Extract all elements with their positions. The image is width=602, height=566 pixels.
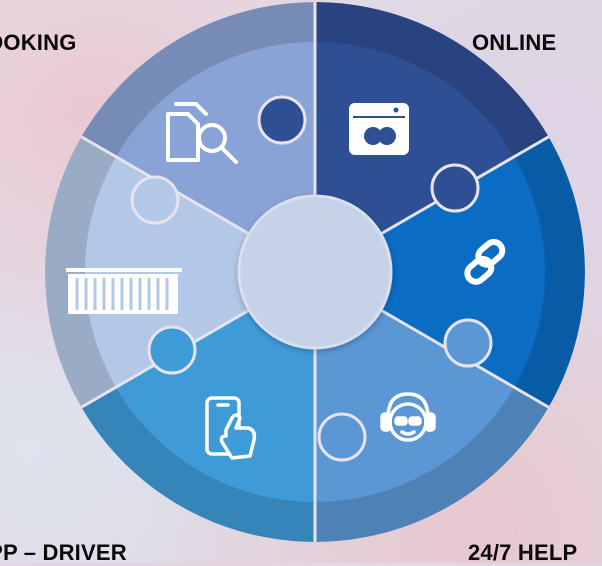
label-app-driver: APP – DRIVER: [0, 540, 127, 565]
mobile-touch-icon: [205, 396, 257, 460]
knob-links-help: [443, 318, 493, 368]
knob-booking-online: [257, 95, 307, 145]
knob-app-container: [147, 325, 197, 375]
shipping-container-icon: [66, 268, 182, 314]
segment-online: [315, 2, 549, 272]
headset-support-icon: [380, 392, 436, 442]
label-booking: BOOKING: [0, 30, 77, 55]
segment-app-driver: [81, 272, 315, 542]
knob-help-app: [317, 412, 367, 462]
label-online: ONLINE: [472, 30, 557, 55]
segment-help: [315, 272, 549, 542]
document-search-icon: [166, 102, 238, 164]
chain-link-icon: [464, 238, 506, 285]
wheel-segments: [45, 2, 585, 542]
knob-container-booking: [130, 175, 180, 225]
knob-online-links: [430, 163, 480, 213]
center-hub: [237, 194, 393, 350]
label-help: 24/7 HELP: [468, 540, 578, 565]
browser-window-icon: [349, 103, 409, 155]
segment-links: [315, 137, 585, 407]
